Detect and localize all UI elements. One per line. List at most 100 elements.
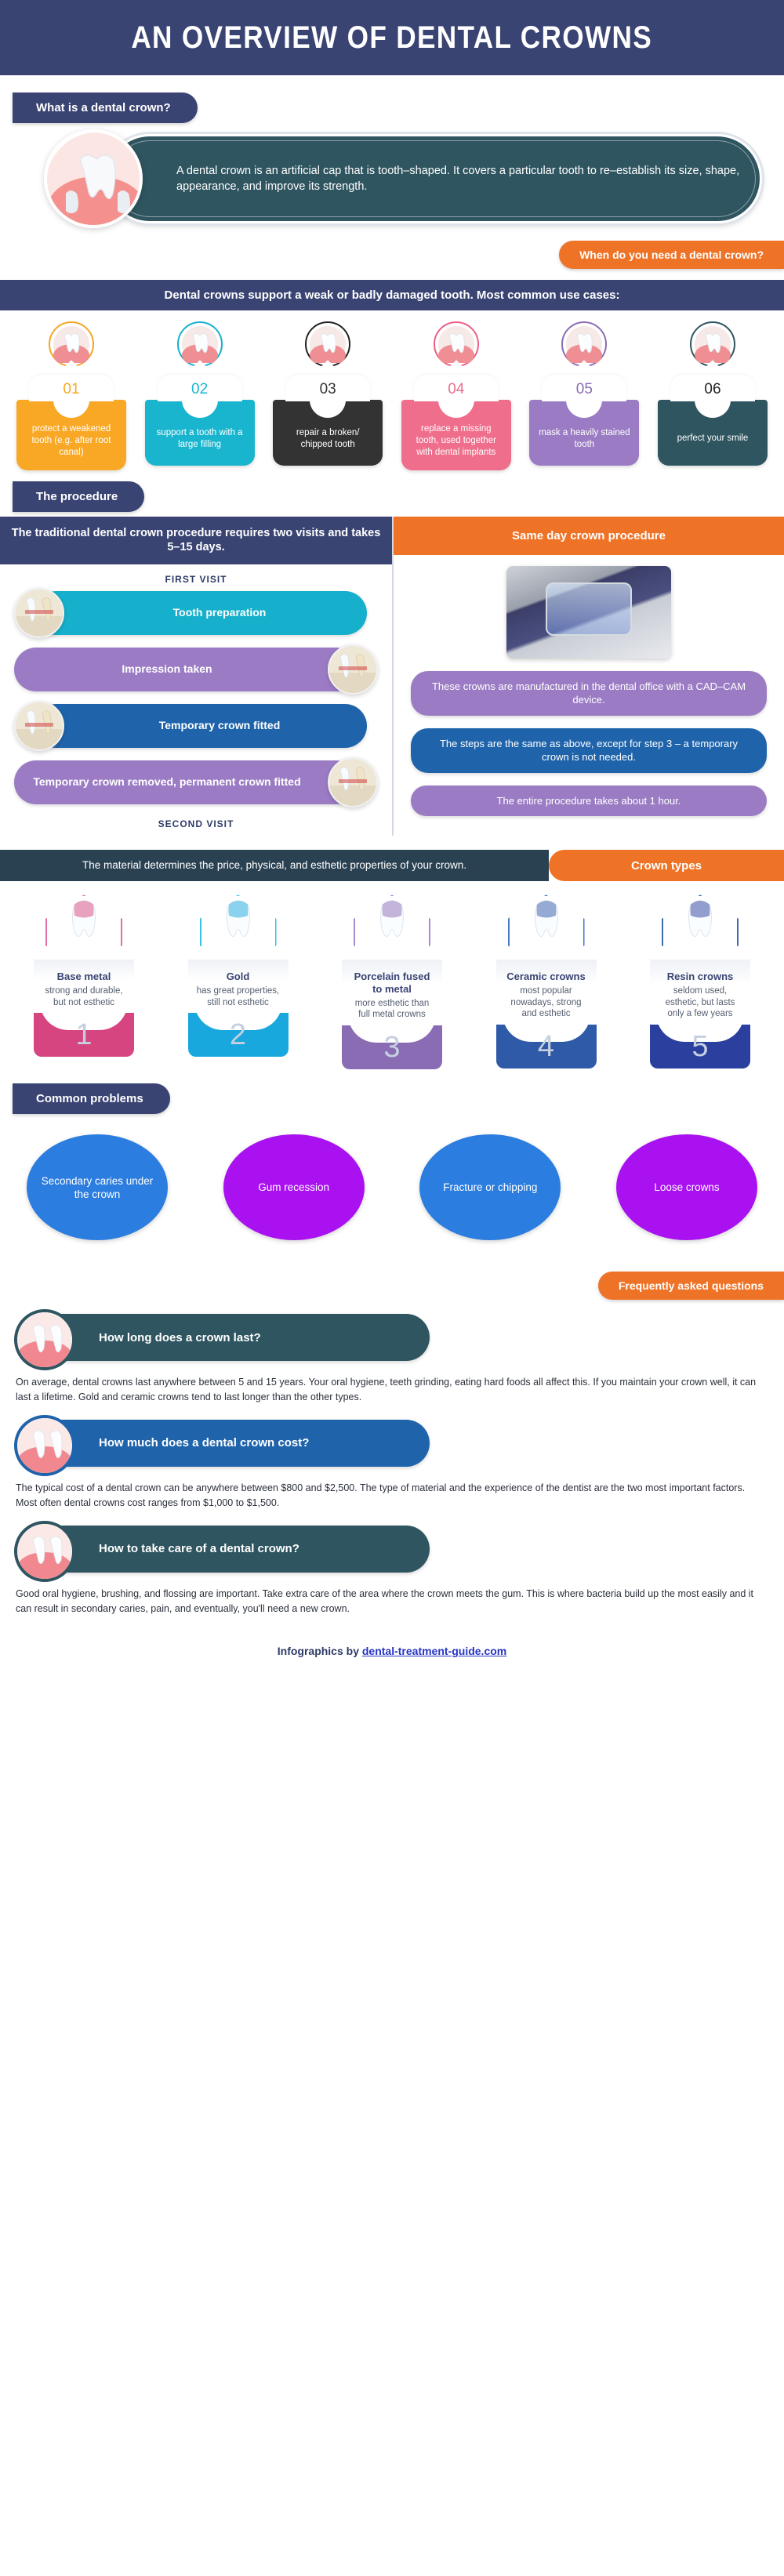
crown-types-section: The material determines the price, physi… [0, 850, 784, 1079]
faq-illustration-icon [17, 1312, 72, 1368]
crown-type-description: seldom used, esthetic, but lasts only a … [665, 986, 735, 1019]
procedure-step: Tooth preparation [14, 588, 378, 639]
tooth-with-amalgam-filling-photo [176, 321, 223, 367]
use-case-number: 03 [285, 375, 371, 401]
ceramic-crown-photo [505, 892, 587, 968]
second-visit-label: SECOND VISIT [158, 818, 234, 830]
procedure-step-label: Temporary crown removed, permanent crown… [14, 760, 358, 805]
faq-item: How long does a crown last? [14, 1309, 770, 1371]
use-case-illustration-icon [53, 326, 89, 363]
use-case-label: perfect your smile [657, 400, 768, 466]
use-case-number: 05 [542, 375, 627, 401]
use-case-text: repair a broken/ chipped tooth [296, 427, 360, 449]
same-day-note: The steps are the same as above, except … [411, 727, 767, 773]
faq-answer: Good oral hygiene, brushing, and flossin… [16, 1587, 754, 1614]
footer-prefix: Infographics by [277, 1645, 362, 1658]
faq-question[interactable]: How much does a dental crown cost? [38, 1419, 430, 1467]
same-day-heading: Same day crown procedure [394, 516, 784, 555]
traditional-procedure-column: The traditional dental crown procedure r… [0, 516, 392, 836]
tab-when-do-you-need-a-dental-crown[interactable]: When do you need a dental crown? [559, 241, 784, 269]
faq-item: How to take care of a dental crown? [14, 1520, 770, 1582]
crown-type-name: Resin crowns [666, 971, 734, 983]
use-case-label: replace a missing tooth, used together w… [401, 400, 511, 470]
procedure-step-illustration-icon [16, 590, 63, 637]
tab-common-problems[interactable]: Common problems [13, 1083, 170, 1115]
traditional-heading: The traditional dental crown procedure r… [0, 516, 392, 565]
porcelain-fused-metal-crowns-photo [351, 892, 433, 968]
use-cases-section: Dental crowns support a weak or badly da… [0, 280, 784, 478]
smiling-woman-photo [689, 321, 735, 367]
definition-row: A dental crown is an artificial cap that… [31, 129, 768, 228]
crown-type-footer: 1 [34, 1013, 134, 1058]
crown-type-name: Porcelain fused to metal [354, 971, 430, 996]
dental-impression-tray-photo [328, 644, 378, 695]
dental-implant-photo [433, 321, 479, 367]
same-day-note: These crowns are manufactured in the den… [411, 670, 767, 716]
common-problems-row: Secondary caries under the crown Gum rece… [0, 1114, 784, 1248]
procedure-step: Temporary crown fitted [14, 701, 378, 752]
common-problem-circle: Gum recession [223, 1134, 365, 1241]
procedure-step-illustration-icon [16, 702, 63, 750]
faq-item: How much does a dental crown cost? [14, 1414, 770, 1476]
use-case-label: repair a broken/ chipped tooth [273, 400, 383, 466]
use-case-illustration-icon [694, 326, 731, 363]
permanent-crown-photo [328, 757, 378, 808]
tab-frequently-asked-questions[interactable]: Frequently asked questions [597, 1272, 784, 1301]
page-footer: Infographics by dental-treatment-guide.c… [0, 1616, 784, 1678]
crown-type-number: 5 [691, 1029, 709, 1063]
procedure-step-label: Temporary crown fitted [34, 704, 367, 749]
use-case-label: support a tooth with a large filling [144, 400, 255, 466]
faq-section: Frequently asked questions How long does… [0, 1272, 784, 1616]
use-case-text: protect a weakened tooth (e.g. after roo… [31, 424, 111, 458]
faq-answer: The typical cost of a dental crown can b… [16, 1482, 746, 1509]
page-header: AN OVERVIEW OF DENTAL CROWNS [0, 0, 784, 75]
gold-crown-on-tooth-photo [197, 892, 279, 968]
faq-illustration-icon [17, 1417, 72, 1473]
crown-type-plate: Resin crowns seldom used, esthetic, but l… [650, 960, 750, 1025]
crown-type-illustration-icon [226, 900, 250, 938]
use-case-number: 06 [670, 375, 755, 401]
common-problem-circle: Secondary caries under the crown [27, 1134, 168, 1241]
crown-type-number: 1 [75, 1018, 93, 1051]
crown-type-name: Ceramic crowns [506, 971, 586, 983]
procedure-step: Impression taken [14, 644, 378, 695]
crown-and-prepared-tooth-photo [49, 321, 94, 367]
cad-cam-glass-window [546, 582, 632, 637]
procedure-section: The procedure The traditional dental cro… [0, 478, 784, 836]
use-case-number: 04 [413, 375, 499, 401]
tooth-drilling-photo [14, 588, 64, 639]
common-problem-circle: Loose crowns [615, 1134, 757, 1241]
use-case-label: mask a heavily stained tooth [529, 400, 640, 466]
faq-answer: On average, dental crowns last anywhere … [16, 1377, 757, 1403]
tooth-illustration-icon [47, 132, 140, 225]
crown-type-footer: 5 [650, 1025, 750, 1069]
use-case-illustration-icon [181, 326, 218, 363]
use-case-illustration-icon [566, 326, 603, 363]
what-is-section: What is a dental crown? A dental crown i… [0, 75, 784, 269]
footer-link[interactable]: dental-treatment-guide.com [361, 1645, 507, 1658]
tab-the-procedure[interactable]: The procedure [13, 481, 145, 512]
faq-question[interactable]: How long does a crown last? [38, 1314, 430, 1362]
crown-type-footer: 3 [342, 1025, 442, 1070]
dental-care-icons-photo [14, 1520, 75, 1582]
tooth-preparation-photo [14, 1309, 75, 1371]
tab-crown-types[interactable]: Crown types [549, 850, 784, 882]
use-case-text: perfect your smile [677, 434, 749, 444]
page-title: AN OVERVIEW OF DENTAL CROWNS [131, 20, 653, 55]
common-problem-circle: Fracture or chipping [419, 1134, 561, 1241]
same-day-notes: These crowns are manufactured in the den… [394, 670, 784, 817]
faq-question[interactable]: How to take care of a dental crown? [38, 1525, 430, 1573]
crown-type-footer-cap [194, 1013, 282, 1031]
tab-what-is-a-dental-crown[interactable]: What is a dental crown? [13, 93, 198, 123]
use-case-illustration-icon [310, 326, 347, 363]
